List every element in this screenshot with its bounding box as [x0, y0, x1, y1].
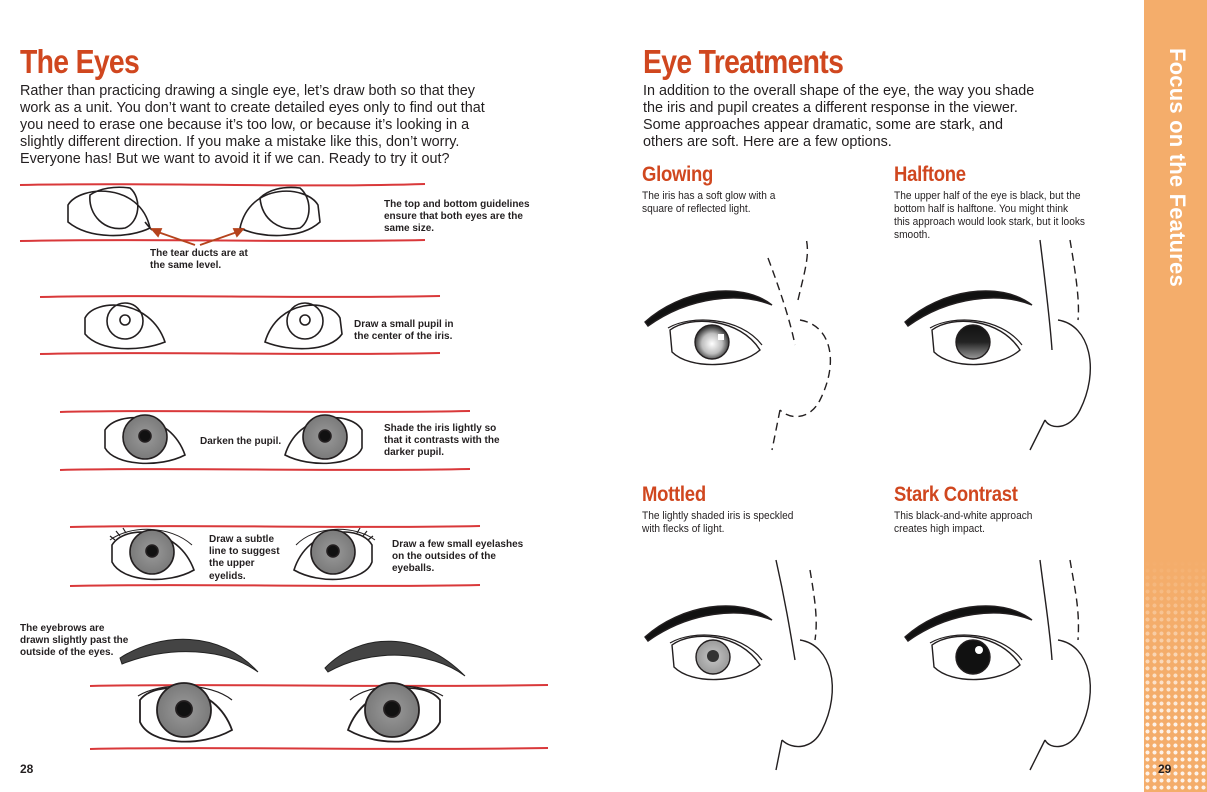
note-line: the upper	[209, 558, 255, 570]
note-eyebrows: The eyebrows are drawn slightly past the…	[20, 623, 128, 660]
note-pupil: Draw a small pupil in the center of the …	[354, 319, 453, 343]
note-shade-iris: Shade the iris lightly so that it contra…	[384, 423, 500, 460]
caption-line: with flecks of light.	[642, 523, 725, 535]
page-number-left: 28	[20, 762, 34, 776]
note-line: Shade the iris lightly so	[384, 423, 497, 434]
caption-line: square of reflected light.	[642, 203, 751, 215]
treatment-caption-stark-contrast: This black-and-white approach creates hi…	[894, 510, 1032, 536]
row1-eyes	[67, 186, 321, 237]
section-title: Eye Treatments	[643, 43, 844, 80]
caption-line: This black-and-white approach	[894, 510, 1033, 522]
treatments-intro: In addition to the overall shape of the …	[643, 83, 1113, 151]
note-line: the same level.	[150, 260, 222, 272]
face-halftone	[904, 239, 1091, 451]
note-line: that it contrasts with the	[384, 435, 500, 447]
note-line: Darken the pupil.	[200, 436, 282, 447]
caption-line: this approach would look stark, but it l…	[894, 216, 1086, 228]
caption-line: creates high impact.	[894, 523, 985, 535]
note-line: eyelids.	[209, 570, 246, 582]
halftone-pattern	[1144, 560, 1207, 792]
caption-line: The iris has a soft glow with a	[642, 190, 776, 202]
eyebrows	[119, 638, 466, 677]
note-line: The top and bottom guidelines	[384, 199, 530, 210]
tear-duct-arrows	[150, 228, 245, 246]
note-line: Draw a small pupil in	[354, 319, 454, 330]
treatment-caption-glowing: The iris has a soft glow with a square o…	[642, 190, 775, 216]
note-line: the center of the iris.	[354, 331, 453, 343]
caption-line: smooth.	[894, 229, 931, 241]
treatment-title-stark-contrast: Stark Contrast	[894, 483, 1018, 506]
note-line: line to suggest	[209, 546, 280, 558]
treatment-title-glowing: Glowing	[642, 163, 714, 186]
note-subtle-line: Draw a subtle line to suggest the upper …	[209, 534, 280, 583]
note-line: drawn slightly past the	[20, 635, 129, 647]
note-line: darker pupil.	[384, 447, 445, 459]
caption-line: The upper half of the eye is black, but …	[894, 190, 1081, 202]
note-line: Draw a subtle	[209, 534, 275, 545]
face-mottled	[644, 559, 833, 771]
note-line: same size.	[384, 223, 435, 235]
treatment-caption-mottled: The lightly shaded iris is speckled with…	[642, 510, 793, 536]
intro-line: In addition to the overall shape of the …	[643, 83, 1035, 99]
intro-line: you need to erase one because it’s too l…	[20, 117, 470, 133]
caption-line: bottom half is halftone. You might think	[894, 203, 1069, 215]
intro-paragraph: Rather than practicing drawing a single …	[20, 83, 520, 168]
treatment-title-halftone: Halftone	[894, 163, 966, 186]
note-line: Draw a few small eyelashes	[392, 539, 524, 550]
page-title: The Eyes	[20, 43, 140, 80]
intro-line: Some approaches appear dramatic, some ar…	[643, 117, 1003, 133]
note-darken-pupil: Darken the pupil.	[200, 436, 281, 448]
caption-line: The lightly shaded iris is speckled	[642, 510, 794, 522]
face-stark-contrast	[904, 559, 1091, 771]
intro-line: Rather than practicing drawing a single …	[20, 83, 475, 99]
intro-line: Everyone has! But we want to avoid it if…	[20, 151, 450, 167]
note-line: The tear ducts are at	[150, 248, 248, 259]
face-glowing	[644, 237, 832, 451]
row1	[19, 183, 426, 242]
intro-line: others are soft. Here are a few options.	[643, 134, 892, 150]
note-tear-ducts: The tear ducts are at the same level.	[150, 248, 248, 272]
page-number-right: 29	[1158, 762, 1172, 776]
note-eyelashes: Draw a few small eyelashes on the outsid…	[392, 539, 523, 576]
note-line: outside of the eyes.	[20, 647, 114, 659]
intro-line: slightly different direction. If you mak…	[20, 134, 460, 150]
note-line: eyeballs.	[392, 563, 435, 575]
intro-line: the iris and pupil creates a different r…	[643, 100, 1018, 116]
note-line: The eyebrows are	[20, 623, 105, 634]
note-line: on the outsides of the	[392, 551, 496, 563]
note-line: ensure that both eyes are the	[384, 211, 523, 223]
treatment-caption-halftone: The upper half of the eye is black, but …	[894, 190, 1085, 242]
treatment-title-mottled: Mottled	[642, 483, 706, 506]
note-guidelines: The top and bottom guidelines ensure tha…	[384, 199, 530, 236]
intro-line: work as a unit. You don’t want to create…	[20, 100, 485, 116]
